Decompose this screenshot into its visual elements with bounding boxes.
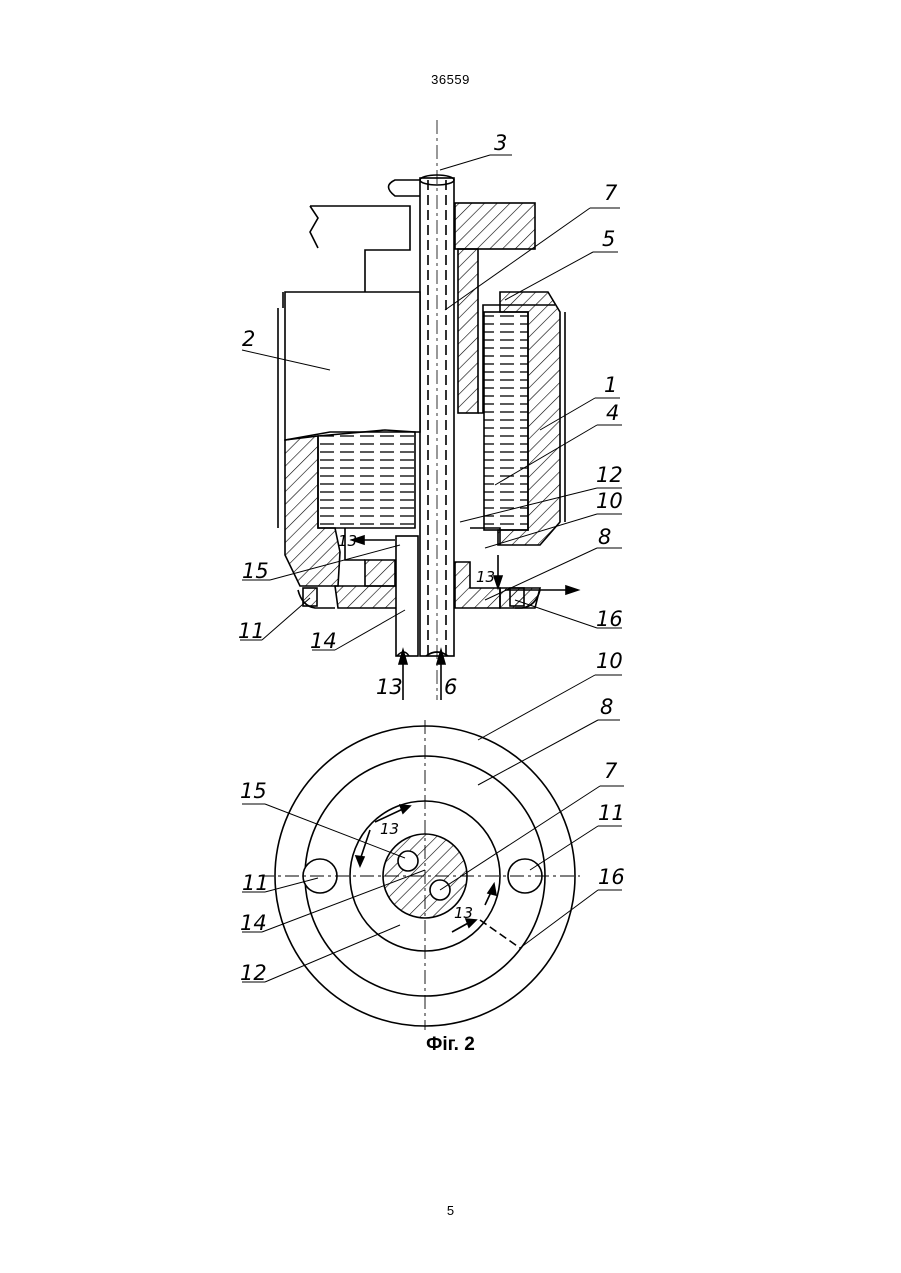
cross-section: [242, 675, 624, 1030]
base-plate-8: [335, 586, 400, 608]
label-10-bottom: 10: [596, 649, 623, 673]
label-15-top: 15: [242, 559, 269, 583]
label-6: 6: [444, 675, 457, 699]
label-12-bottom: 12: [240, 961, 267, 985]
label-16-bottom: 16: [598, 865, 625, 889]
label-3: 3: [494, 131, 507, 155]
label-13-cs-top: 13: [380, 820, 399, 838]
label-11-top: 11: [238, 619, 265, 643]
inner-sleeve-7: [458, 249, 478, 413]
label-11-right: 11: [598, 801, 625, 825]
core-4: [484, 312, 528, 530]
figure-caption: Фіг. 2: [0, 1034, 901, 1056]
label-8-bottom: 8: [600, 695, 613, 719]
hole-15: [398, 851, 418, 871]
label-14-bottom: 14: [240, 911, 267, 935]
label-13-bottom: 13: [376, 675, 403, 699]
core-left: [318, 430, 415, 528]
label-16-top: 16: [596, 607, 623, 631]
label-10-top: 10: [596, 489, 623, 513]
body-2: [285, 292, 420, 440]
label-7-top: 7: [604, 181, 618, 205]
label-13-right: 13: [476, 568, 495, 586]
label-1: 1: [604, 373, 617, 397]
label-4: 4: [606, 401, 619, 425]
label-7-bottom: 7: [604, 759, 618, 783]
label-13-left: 13: [338, 532, 357, 550]
longitudinal-section: [240, 120, 622, 700]
label-12-top: 12: [596, 463, 623, 487]
label-14-top: 14: [310, 629, 337, 653]
page-number: 5: [0, 1203, 901, 1218]
label-8-top: 8: [598, 525, 611, 549]
label-2: 2: [242, 327, 255, 351]
mount-bracket: [455, 203, 535, 249]
label-5: 5: [602, 227, 615, 251]
label-13-cs-bottom: 13: [454, 904, 473, 922]
label-11-left: 11: [242, 871, 269, 895]
tube-14: [396, 536, 418, 656]
label-15-bottom: 15: [240, 779, 267, 803]
